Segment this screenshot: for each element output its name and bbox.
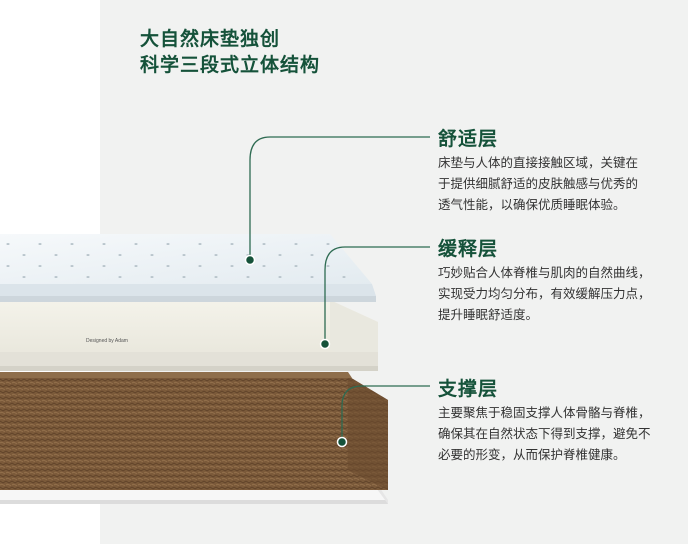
buffer-desc-line: 巧妙贴合人体脊椎与肌肉的自然曲线，	[438, 265, 651, 280]
quilt-dot	[262, 265, 266, 267]
quilt-dot	[6, 243, 10, 245]
buffer-layer-title: 缓释层	[438, 238, 499, 260]
quilt-dot	[134, 265, 138, 267]
comfort-layer-description: 床垫与人体的直接接触区域，关键在 于提供细腻舒适的皮肤触感与优秀的 透气性能，以…	[438, 152, 683, 215]
quilt-dot	[262, 243, 266, 245]
comfort-layer-block	[0, 234, 376, 302]
quilt-dot	[70, 265, 74, 267]
quilt-dot	[182, 254, 186, 256]
brand-print: Designed by Adam	[86, 338, 128, 344]
headline: 大自然床垫独创 科学三段式立体结构	[140, 26, 320, 78]
quilt-dot	[294, 265, 298, 267]
marker-dot-comfort	[244, 254, 256, 266]
buffer-desc-line: 提升睡眠舒适度。	[438, 307, 539, 322]
leader-lines	[249, 136, 430, 442]
support-layer-block	[0, 372, 388, 490]
quilt-dot	[166, 265, 170, 267]
support-layer-description: 主要聚焦于稳固支撑人体骨骼与脊椎， 确保其在自然状态下得到支撑，避免不 必要的形…	[438, 402, 683, 465]
buffer-layer-block: Designed by Adam	[0, 300, 378, 371]
quilt-dot	[6, 265, 10, 267]
marker-dot-buffer	[319, 338, 331, 350]
quilt-dot	[310, 276, 314, 278]
quilt-dot	[102, 243, 106, 245]
quilt-dot	[342, 276, 346, 278]
quilt-dot	[54, 254, 58, 256]
quilt-dot	[38, 265, 42, 267]
quilt-dot	[150, 254, 154, 256]
quilt-dot	[326, 243, 330, 245]
quilt-dot	[278, 276, 282, 278]
headline-line-2: 科学三段式立体结构	[140, 54, 321, 76]
quilt-dot	[230, 243, 234, 245]
support-layer-title: 支撑层	[438, 378, 499, 400]
quilt-dot	[246, 276, 250, 278]
support-desc-line: 确保其在自然状态下得到支撑，避免不	[438, 426, 651, 441]
quilt-dot	[182, 276, 186, 278]
quilt-dot	[198, 265, 202, 267]
quilt-dot	[22, 254, 26, 256]
quilt-dot	[22, 276, 26, 278]
quilt-dot	[54, 276, 58, 278]
quilt-dot	[118, 254, 122, 256]
quilt-dot	[134, 243, 138, 245]
quilt-dot	[310, 254, 314, 256]
quilt-dot	[230, 265, 234, 267]
comfort-desc-line: 透气性能，以确保优质睡眠体验。	[438, 197, 626, 212]
quilt-dot	[86, 254, 90, 256]
quilt-dot	[118, 276, 122, 278]
quilt-dot	[214, 254, 218, 256]
quilt-dot	[70, 243, 74, 245]
comfort-layer-title: 舒适层	[438, 128, 499, 150]
quilt-dot	[278, 254, 282, 256]
support-desc-line: 主要聚焦于稳固支撑人体骨骼与脊椎，	[438, 405, 651, 420]
leader-line-buffer	[324, 246, 430, 344]
quilt-dot	[198, 243, 202, 245]
support-desc-line: 必要的形变，从而保护脊椎健康。	[438, 447, 626, 462]
quilt-dot	[166, 243, 170, 245]
quilt-dot	[294, 243, 298, 245]
quilt-dot	[38, 243, 42, 245]
comfort-desc-line: 床垫与人体的直接接触区域，关键在	[438, 155, 639, 170]
leader-line-comfort	[249, 136, 430, 260]
leader-line-support	[341, 385, 430, 442]
quilt-dot	[86, 276, 90, 278]
marker-dot-support	[336, 436, 348, 448]
quilt-dot	[326, 265, 330, 267]
quilt-dot	[214, 276, 218, 278]
quilt-dot	[150, 276, 154, 278]
buffer-layer-description: 巧妙贴合人体脊椎与肌肉的自然曲线， 实现受力均匀分布，有效缓解压力点， 提升睡眠…	[438, 262, 683, 325]
headline-line-1: 大自然床垫独创	[140, 28, 281, 50]
quilt-dot	[102, 265, 106, 267]
comfort-desc-line: 于提供细腻舒适的皮肤触感与优秀的	[438, 176, 639, 191]
buffer-desc-line: 实现受力均匀分布，有效缓解压力点，	[438, 286, 651, 301]
leader-dots	[244, 254, 348, 448]
